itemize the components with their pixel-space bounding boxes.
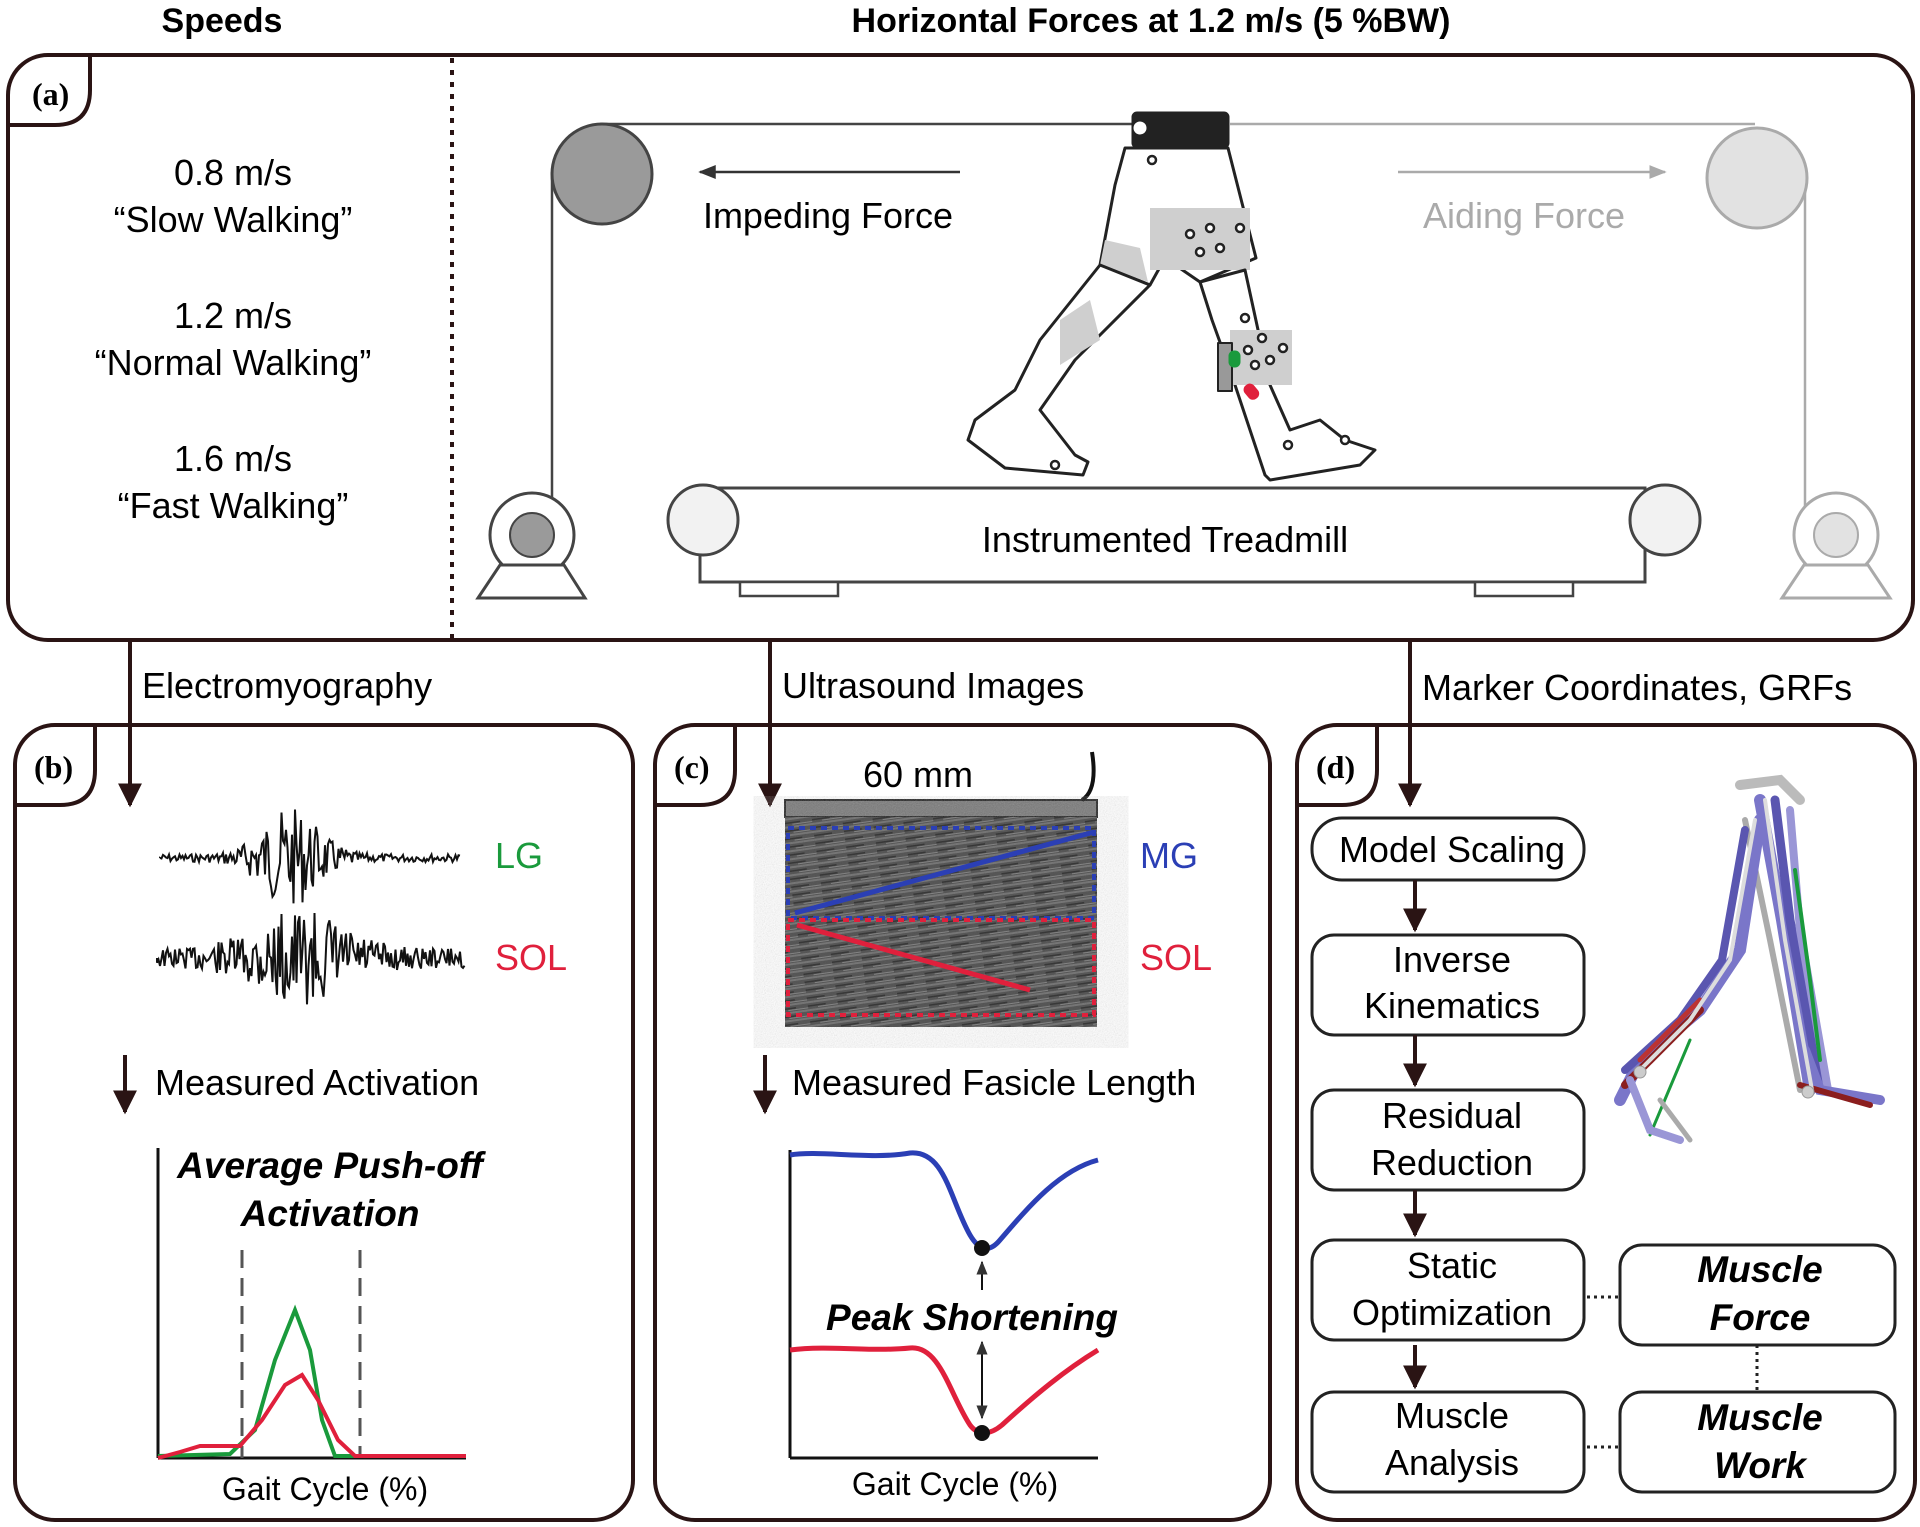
step-residual-reduction-label-1: Residual (1382, 1095, 1522, 1136)
step-inverse-kinematics-label-1: Inverse (1393, 939, 1511, 980)
step-model-scaling-label: Model Scaling (1339, 829, 1565, 870)
speed-value-0: 0.8 m/s (174, 152, 292, 193)
fascicle-xlabel: Gait Cycle (%) (852, 1466, 1058, 1502)
step-model-scaling (1310, 816, 1586, 882)
ultrasound-image (784, 751, 1098, 1027)
mg-peak-marker (974, 1240, 990, 1256)
activation-curve-lg (157, 1304, 466, 1458)
speed-value-2: 1.6 m/s (174, 438, 292, 479)
fascicle-curve-sol (789, 1345, 1100, 1436)
step-static-optimization-label-2: Optimization (1352, 1292, 1552, 1333)
treadmill-label: Instrumented Treadmill (982, 519, 1348, 560)
emg-sol-label: SOL (495, 937, 567, 978)
activation-curve-sol (157, 1372, 466, 1460)
output-muscle-work-label-2: Work (1714, 1445, 1808, 1486)
activation-xlabel: Gait Cycle (%) (222, 1471, 428, 1507)
emg-trace-lg (159, 809, 461, 904)
aiding-label: Aiding Force (1423, 195, 1625, 236)
walking-subject-illustration (966, 111, 1377, 482)
fascicle-plot (788, 1150, 1100, 1460)
panel-d-label: (d) (1316, 749, 1355, 785)
header-forces: Horizontal Forces at 1.2 m/s (5 %BW) (852, 2, 1451, 40)
activation-title-2: Activation (240, 1193, 420, 1234)
pipeline-flowchart (1310, 816, 1897, 1494)
panel-a-label: (a) (32, 76, 69, 112)
header-speeds: Speeds (162, 2, 283, 40)
step-residual-reduction-label-2: Reduction (1371, 1142, 1533, 1183)
panel-a-tab (8, 55, 92, 127)
ultrasound-scale-label: 60 mm (863, 754, 973, 795)
connector-emg-label: Electromyography (142, 665, 432, 706)
output-muscle-force-label-1: Muscle (1697, 1249, 1822, 1290)
sol-peak-marker (974, 1425, 990, 1441)
step-inverse-kinematics-label-2: Kinematics (1364, 985, 1540, 1026)
output-muscle-force-label-2: Force (1710, 1297, 1811, 1338)
panel-b-tab (15, 725, 97, 807)
connector-us-label: Ultrasound Images (782, 665, 1084, 706)
fascicle-curve-mg (789, 1150, 1099, 1251)
measured-fascicle-label: Measured Fasicle Length (792, 1062, 1196, 1103)
step-residual-reduction (1310, 1088, 1586, 1192)
treadmill (666, 483, 1702, 598)
emg-lg-label: LG (495, 835, 543, 876)
panel-a-frame (6, 53, 1915, 642)
panel-c-label: (c) (674, 749, 710, 785)
step-muscle-analysis-label-2: Analysis (1385, 1442, 1519, 1483)
sol-roi (786, 918, 1096, 1017)
musculoskeletal-model-illustration (1614, 774, 1885, 1144)
panel-b-label: (b) (34, 749, 73, 785)
sol-fascicle (796, 922, 1031, 993)
aiding-pulley-system (1230, 122, 1893, 600)
step-muscle-analysis (1310, 1390, 1586, 1494)
panel-d-frame (1295, 723, 1917, 1522)
step-static-optimization-label-1: Static (1407, 1245, 1497, 1286)
panel-d-tab (1297, 725, 1379, 807)
activation-plot (156, 1148, 466, 1460)
step-static-optimization (1310, 1238, 1586, 1342)
measured-activation-label: Measured Activation (155, 1062, 479, 1103)
ultrasound-sol-label: SOL (1140, 937, 1212, 978)
output-muscle-work (1618, 1390, 1897, 1494)
step-muscle-analysis-label-1: Muscle (1395, 1395, 1509, 1436)
impeding-pulley-system (475, 122, 1135, 600)
step-inverse-kinematics (1310, 933, 1586, 1037)
panel-c-frame (653, 723, 1272, 1522)
ultrasound-mg-label: MG (1140, 835, 1198, 876)
panel-b-frame (13, 723, 635, 1522)
speed-value-1: 1.2 m/s (174, 295, 292, 336)
connector-markers-label: Marker Coordinates, GRFs (1422, 667, 1852, 708)
emg-trace-sol (156, 912, 466, 1005)
speed-name-1: “Normal Walking” (95, 342, 372, 383)
activation-title-1: Average Push-off (176, 1145, 486, 1186)
speed-name-0: “Slow Walking” (114, 199, 353, 240)
mg-fascicle (794, 829, 1095, 916)
peak-shortening-label: Peak Shortening (826, 1297, 1118, 1338)
panel-c-tab (655, 725, 737, 807)
output-muscle-work-label-1: Muscle (1697, 1397, 1822, 1438)
impeding-pulley (550, 122, 654, 226)
speed-name-2: “Fast Walking” (118, 485, 349, 526)
impeding-label: Impeding Force (703, 195, 953, 236)
aiding-pulley (1705, 126, 1809, 230)
